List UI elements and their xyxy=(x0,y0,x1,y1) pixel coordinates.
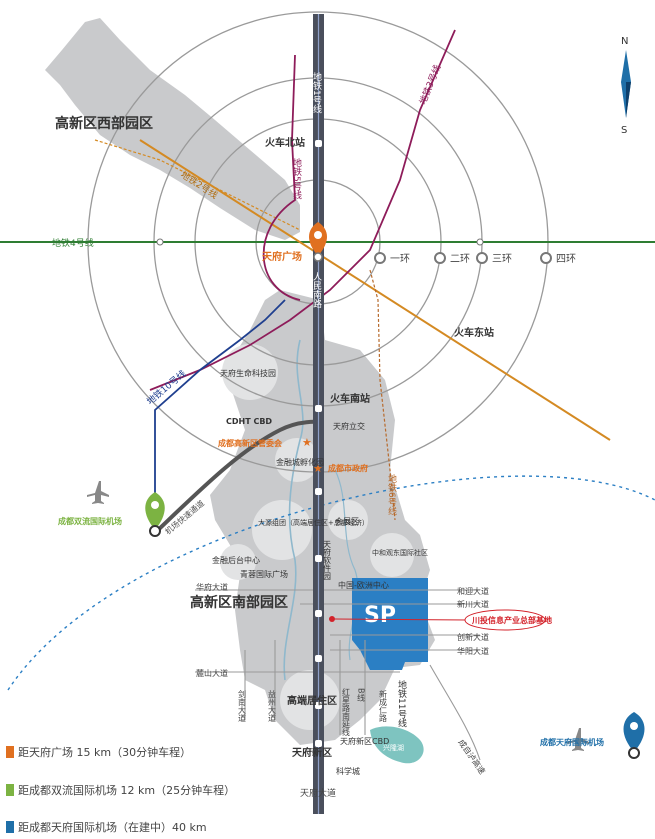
place-china-eu: 中国-欧洲中心 xyxy=(338,580,389,590)
ring-label-2: 二环 xyxy=(450,254,470,265)
ring-label-1: 一环 xyxy=(390,254,410,265)
target-park-logo: SP xyxy=(364,603,396,628)
road-chuangxin: 创新大道 xyxy=(457,632,489,642)
tianfu-airport-pin xyxy=(623,712,645,759)
metro-line-3-label: 地铁3号线 xyxy=(417,63,444,106)
target-park-area xyxy=(352,578,428,670)
place-zhonghe: 中和观东国际社区 xyxy=(372,548,428,557)
river xyxy=(283,339,304,681)
legend-swatch-blue xyxy=(6,821,14,833)
south-district-label: 高新区南部园区 xyxy=(190,594,288,611)
place-north-station: 火车北站 xyxy=(265,136,305,149)
compass-icon xyxy=(621,50,631,118)
target-leader xyxy=(334,618,469,621)
place-east-station: 火车东站 xyxy=(454,326,494,339)
road-chengzi: 成自泸高速 xyxy=(456,737,487,776)
place-south-station: 火车南站 xyxy=(330,392,370,405)
west-district-area xyxy=(45,18,300,240)
shuangliu-airport-pin xyxy=(145,492,165,537)
road-huayang: 华阳大道 xyxy=(457,646,489,656)
star-icon-2: ★ xyxy=(313,462,323,475)
place-shuangliu-airport: 成都双流国际机场 xyxy=(58,516,122,526)
road-heying: 和迎大道 xyxy=(457,586,489,596)
metro-line-1-label: 地铁1号线 xyxy=(311,71,322,114)
road-xinchuan: 新川大道 xyxy=(457,599,489,609)
metro-line-5-label: 地铁5号线 xyxy=(291,157,302,200)
place-expo: 会展区 xyxy=(335,516,359,526)
tianfu-square-pin xyxy=(309,222,327,262)
metro-line-10 xyxy=(154,299,286,530)
place-tianfu-cbd: 天府新区CBD xyxy=(340,736,389,746)
place-dayuan: 大源组团（高端居住区+总部经济） xyxy=(258,518,369,527)
legend-swatch-green xyxy=(6,784,14,796)
ring-label-3: 三环 xyxy=(492,254,512,265)
place-tianfu-airport: 成都天府国际机场 xyxy=(540,737,604,747)
metro-line-2-dashed xyxy=(94,139,301,231)
road-tianfu-ave: 天府大道 xyxy=(300,787,336,799)
place-kexue: 科学城 xyxy=(336,766,360,776)
road-xinchengren: 新成仁路 xyxy=(379,689,388,722)
airplane-icon xyxy=(87,481,109,504)
airplane-icon-2 xyxy=(567,728,589,751)
road-lushan: 麓山大道 xyxy=(196,668,228,678)
metro-line-5 xyxy=(262,54,301,301)
west-district-label: 高新区西部园区 xyxy=(55,115,153,132)
line4-stations xyxy=(156,238,484,246)
park-dayuan xyxy=(252,500,312,560)
star-icon: ★ xyxy=(302,436,312,449)
park-life-science xyxy=(222,344,278,400)
airport-express xyxy=(156,419,319,532)
place-tianfu-overpass: 天府立交 xyxy=(333,421,365,431)
place-xinglong-lake: 兴隆湖 xyxy=(383,743,404,752)
park-finance-back xyxy=(220,544,256,580)
place-residential: 高端居住区 xyxy=(287,694,337,707)
place-life-science: 天府生命科技园 xyxy=(220,368,276,378)
park-residential xyxy=(280,670,340,730)
road-yizhou: 益州大道 xyxy=(268,689,277,723)
xinglong-lake xyxy=(370,726,424,764)
legend-item-1: 距天府广场 15 km（30分钟车程） xyxy=(6,746,191,760)
line1-stations xyxy=(315,140,322,747)
target-dot xyxy=(329,616,335,622)
legend-item-3: 距成都天府国际机场（在建中）40 km xyxy=(6,821,207,835)
place-finance-back: 金融后台中心 xyxy=(212,555,260,565)
river-2 xyxy=(334,469,359,661)
road-grid xyxy=(195,589,481,800)
road-huafu: 华府大道 xyxy=(196,582,228,592)
road-renmin-south: 人民南路 xyxy=(311,272,322,309)
place-gxq-committee: 成都高新区管委会 xyxy=(218,438,282,448)
road-jiannan: 剑南大道 xyxy=(238,689,247,723)
metro-line-11-label: 地铁11号线 xyxy=(396,679,407,728)
place-city-gov: 成都市政府 xyxy=(328,463,368,473)
place-qingrong: 青蓉国际广场 xyxy=(240,569,288,579)
ring-label-4: 四环 xyxy=(556,254,576,265)
park-zhonghe xyxy=(370,533,414,577)
ring-markers xyxy=(374,252,552,264)
target-ellipse xyxy=(464,609,546,631)
place-tianfu-square: 天府广场 xyxy=(262,250,302,263)
place-target-label: 川投信息产业总部基地 xyxy=(471,615,552,625)
road-b-line: B线 xyxy=(357,688,366,702)
place-tianfu-new: 天府新区 xyxy=(292,746,332,759)
metro-line-4-label: 地铁4号线 xyxy=(52,237,94,249)
place-cdht-cbd: CDHT CBD xyxy=(226,417,272,426)
metro-line-6 xyxy=(369,269,396,521)
metro-line-3 xyxy=(149,29,456,391)
park-expo xyxy=(328,500,368,540)
compass-south: S xyxy=(621,125,627,136)
place-finance-city: 金融城孵化园 xyxy=(276,457,324,467)
place-software-park: 天府软件园 xyxy=(323,540,332,581)
metro-line-6-label: 地铁6号线 xyxy=(386,473,397,516)
road-hongxing: 红星路南延线 xyxy=(342,687,351,736)
park-finance-city xyxy=(275,438,319,482)
legend-swatch-orange xyxy=(6,746,14,758)
compass-north: N xyxy=(621,36,628,47)
legend-item-2: 距成都双流国际机场 12 km（25分钟车程） xyxy=(6,784,235,798)
